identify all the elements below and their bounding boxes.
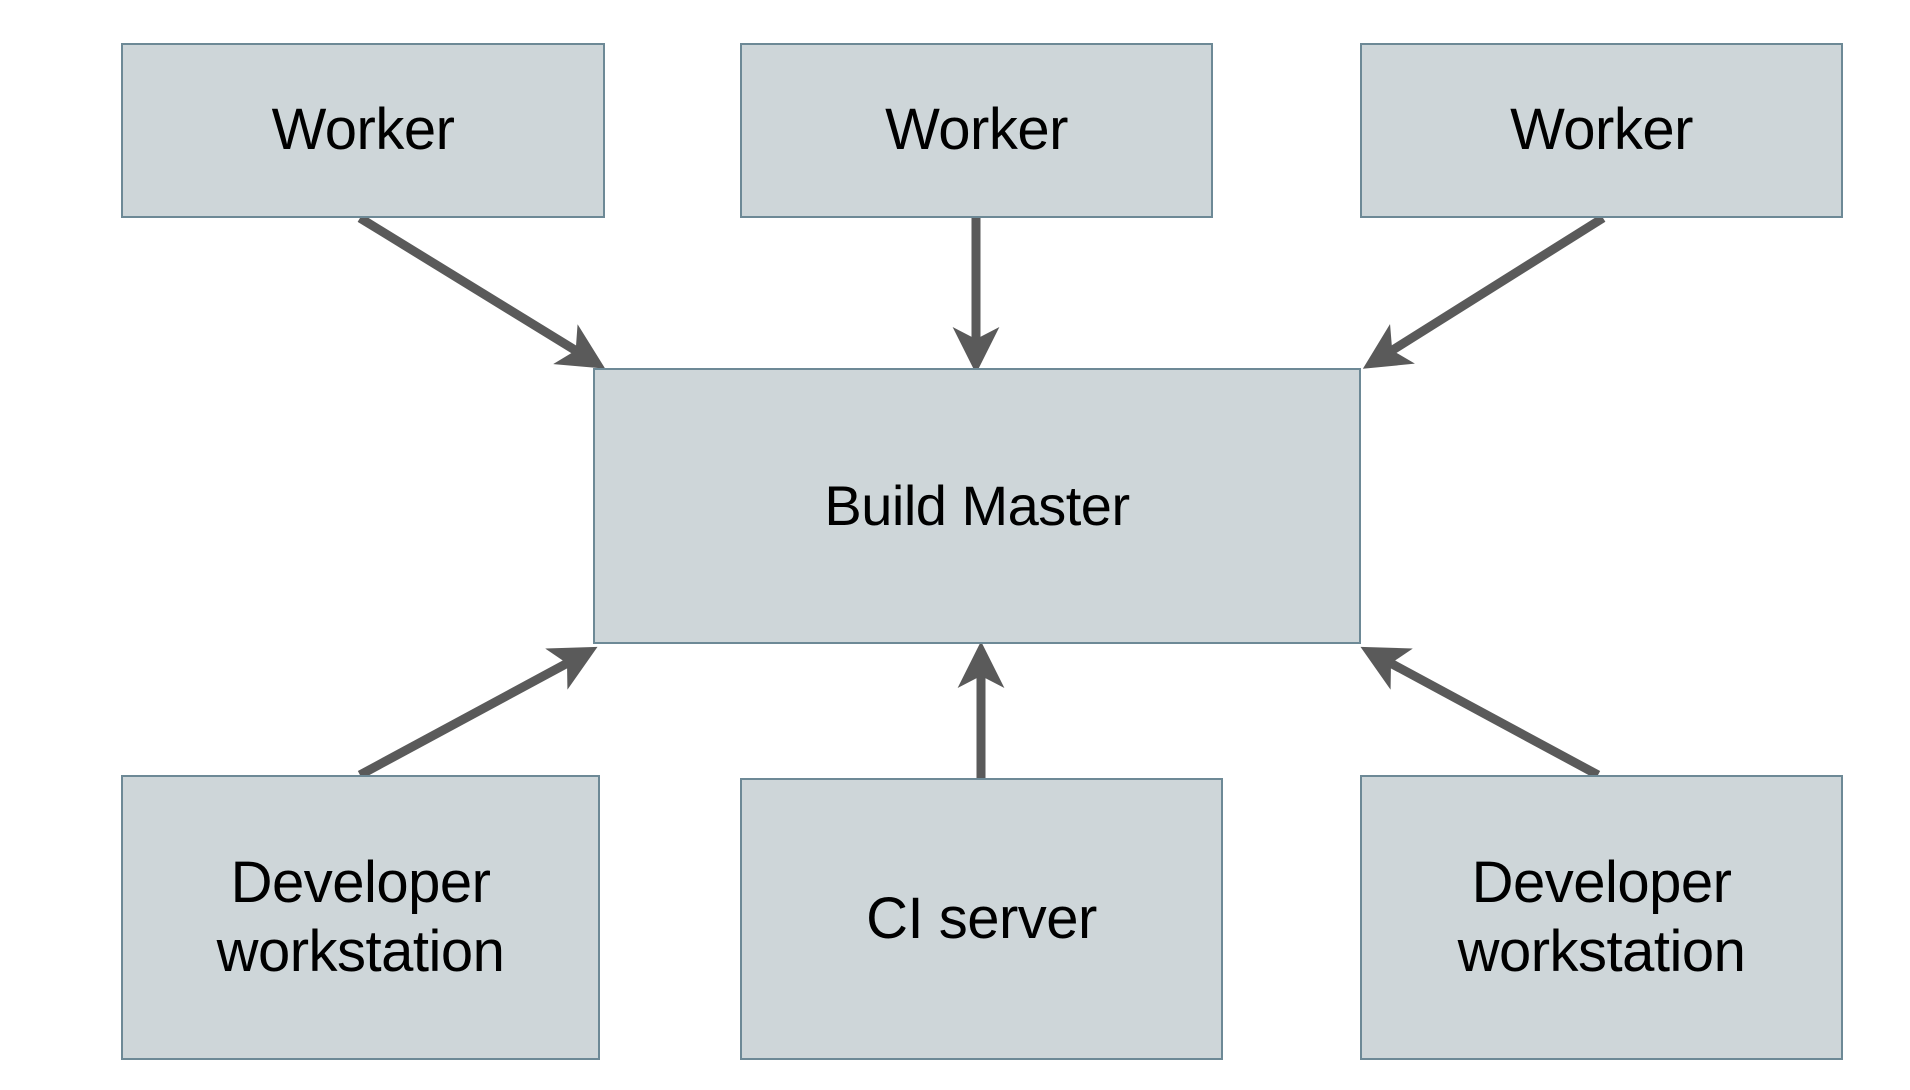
node-label-build-master: Build Master: [824, 473, 1130, 537]
arrow-developer-workstation-right-to-build-master: [1360, 646, 1601, 779]
node-build-master[interactable]: Build Master: [593, 368, 1361, 644]
node-label-worker-top-right: Worker: [1510, 97, 1693, 163]
node-worker-top-middle[interactable]: Worker: [740, 43, 1213, 218]
node-worker-top-right[interactable]: Worker: [1360, 43, 1843, 218]
node-label-worker-top-middle: Worker: [885, 97, 1068, 163]
node-label-ci-server: CI server: [866, 885, 1097, 951]
node-ci-server[interactable]: CI server: [740, 778, 1223, 1060]
node-developer-workstation-right[interactable]: Developer workstation: [1360, 775, 1843, 1060]
arrow-worker-top-right-to-build-master: [1362, 214, 1606, 369]
arrow-worker-top-left-to-build-master: [357, 214, 606, 369]
node-label-developer-workstation-left: Developer workstation: [216, 850, 505, 984]
node-worker-top-left[interactable]: Worker: [121, 43, 605, 218]
node-label-developer-workstation-right: Developer workstation: [1457, 850, 1746, 984]
arrow-developer-workstation-left-to-build-master: [357, 646, 598, 779]
node-developer-workstation-left[interactable]: Developer workstation: [121, 775, 600, 1060]
node-label-worker-top-left: Worker: [271, 97, 455, 163]
